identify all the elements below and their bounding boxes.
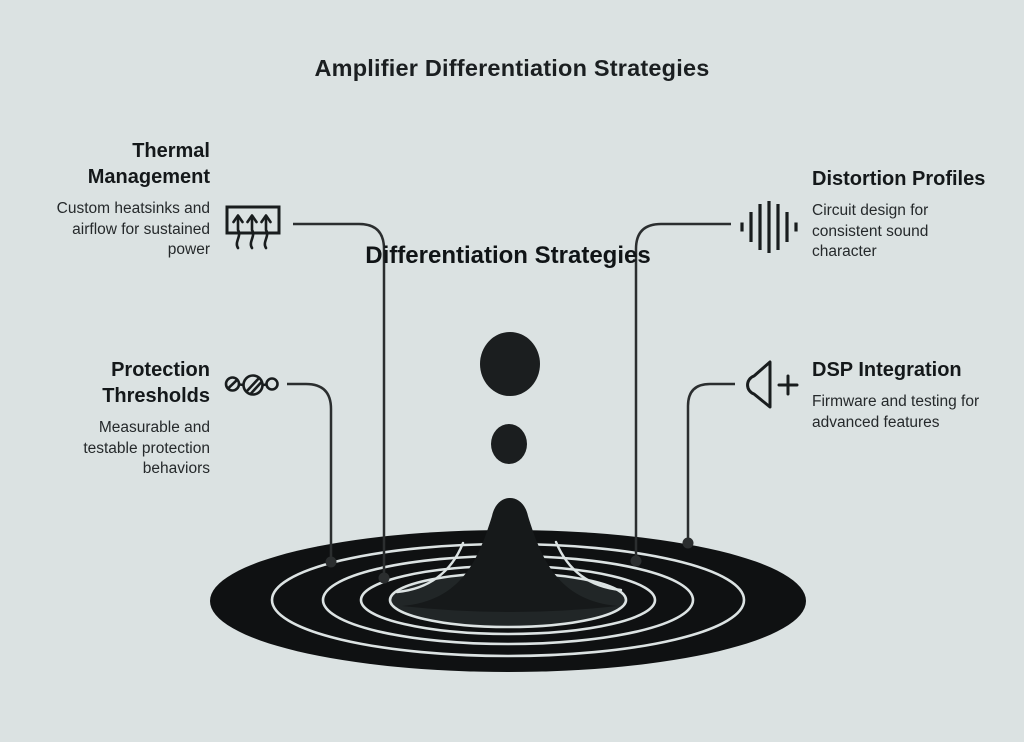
splash-column xyxy=(402,498,618,612)
connector-dsp xyxy=(686,382,735,543)
item-description: Custom heatsinks and airflow for sustain… xyxy=(56,200,210,258)
item-protection-thresholds: Protection Thresholds Measurable and tes… xyxy=(35,357,210,480)
item-distortion-profiles: Distortion Profiles Circuit design for c… xyxy=(812,166,1012,263)
item-description: Measurable and testable protection behav… xyxy=(83,419,210,477)
item-title: DSP Integration xyxy=(812,359,962,381)
connector-dot-distortion xyxy=(630,555,642,567)
connectors xyxy=(287,222,735,584)
connector-dot-dsp xyxy=(682,537,694,549)
splash-curl-right xyxy=(554,540,623,592)
fuse-circuit-icon xyxy=(224,374,279,396)
item-description: Circuit design for consistent sound char… xyxy=(812,202,929,260)
item-thermal-management: Thermal Management Custom heatsinks and … xyxy=(35,138,210,261)
droplet-large xyxy=(480,332,540,396)
splash-curl-left xyxy=(395,541,465,594)
connector-protection xyxy=(287,382,333,562)
connector-distortion xyxy=(634,222,731,561)
item-description: Firmware and testing for advanced featur… xyxy=(812,393,980,431)
center-label: Differentiation Strategies xyxy=(365,242,651,269)
connector-thermal xyxy=(293,222,386,578)
droplet-small xyxy=(491,424,527,464)
connector-dot-protection xyxy=(325,556,337,568)
heatsink-airflow-icon xyxy=(225,205,281,250)
item-title: Protection Thresholds xyxy=(102,359,210,407)
water-ripple-illustration xyxy=(210,332,806,672)
connector-dot-thermal xyxy=(378,572,390,584)
item-title: Thermal Management xyxy=(87,140,210,188)
speaker-plus-icon xyxy=(746,360,799,409)
waveform-bars-icon xyxy=(740,201,798,253)
item-dsp-integration: DSP Integration Firmware and testing for… xyxy=(812,357,1012,433)
page-title: Amplifier Differentiation Strategies xyxy=(314,55,710,81)
item-title: Distortion Profiles xyxy=(812,168,986,190)
